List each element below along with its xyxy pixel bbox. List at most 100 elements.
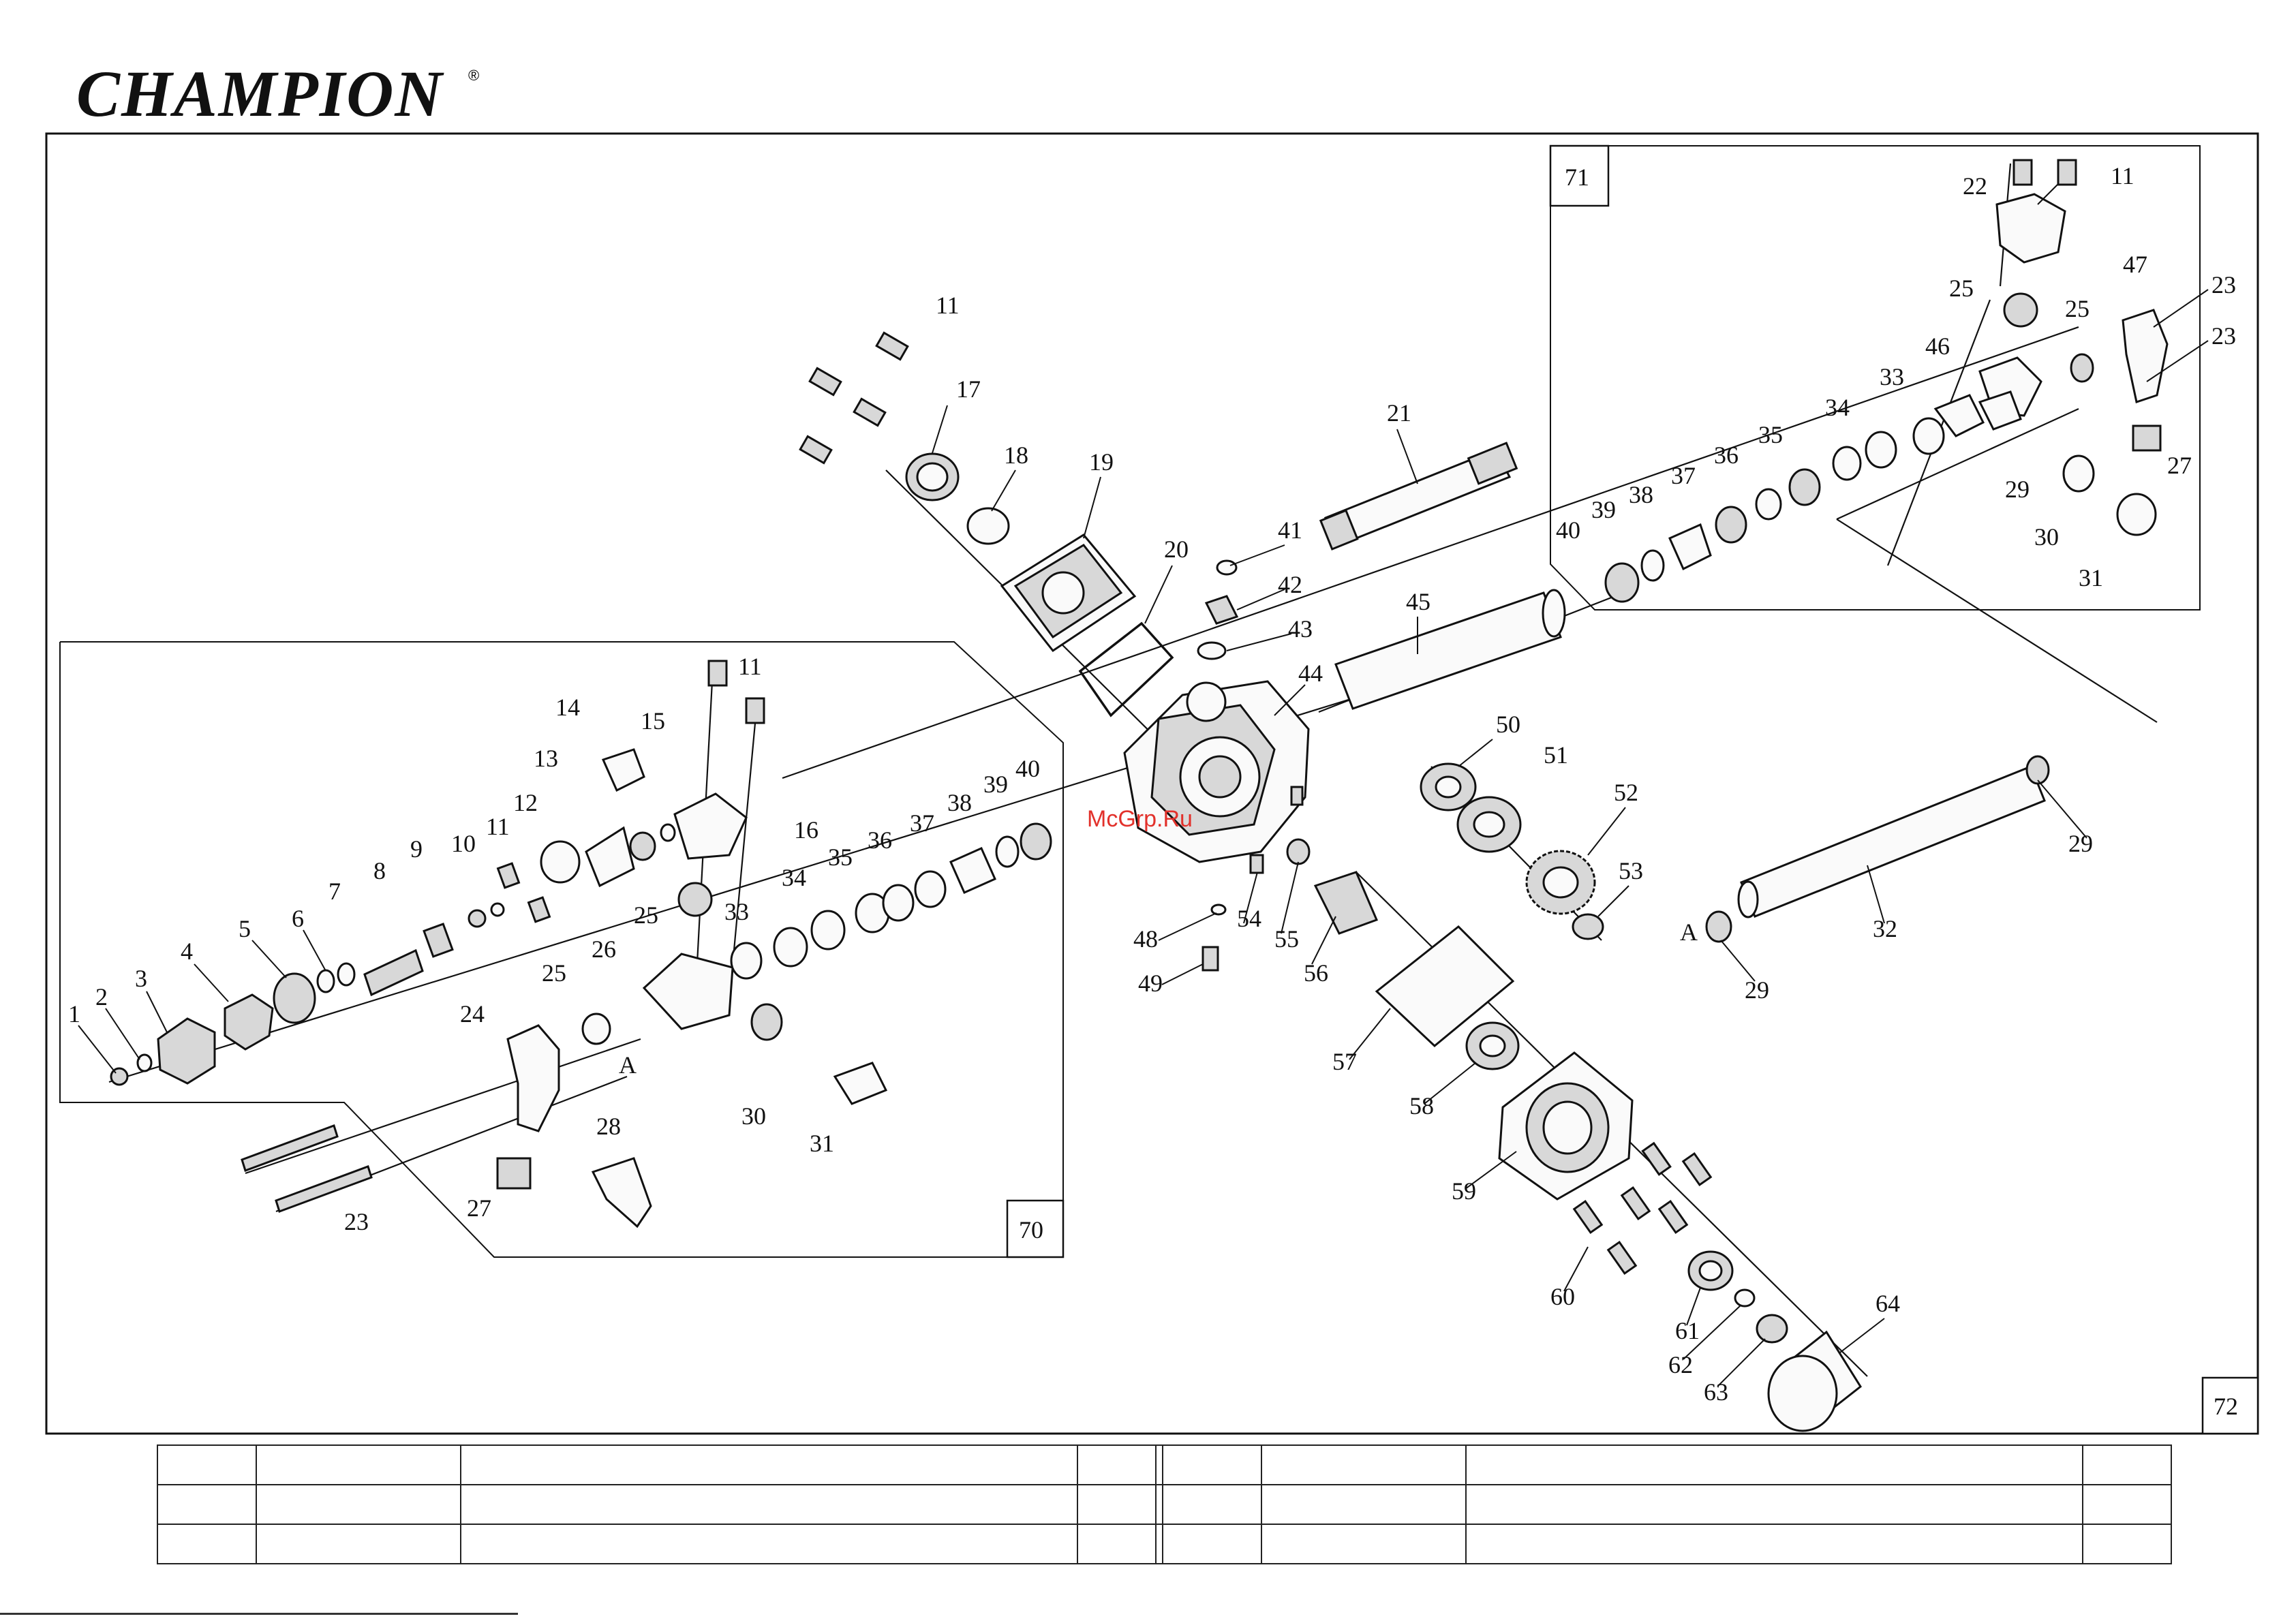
shaft-45 xyxy=(1334,589,1566,710)
callout-labels: 1 2 3 4 5 6 7 8 9 10 11 11 11 11 12 13 1… xyxy=(68,162,2236,1406)
callout-28: 28 xyxy=(596,1113,621,1140)
axis-label-a-left: A xyxy=(619,1051,637,1079)
box-71-label: 71 xyxy=(1565,164,1589,191)
bearing-53 xyxy=(1572,913,1604,940)
callout-52: 52 xyxy=(1614,779,1638,806)
callout-30-left: 30 xyxy=(741,1102,766,1130)
small-parts-center xyxy=(1197,559,1379,972)
callout-25-b: 25 xyxy=(542,959,566,987)
table-row xyxy=(157,1484,2172,1525)
table-cell xyxy=(256,1444,461,1485)
callout-3: 3 xyxy=(135,965,147,992)
callout-6: 6 xyxy=(292,905,304,932)
footer-rule xyxy=(0,1613,518,1615)
callout-35-right: 35 xyxy=(1758,421,1783,448)
callout-34-right: 34 xyxy=(1825,394,1850,421)
table-cell xyxy=(2082,1484,2172,1525)
bearing-58 xyxy=(1465,1021,1520,1070)
clamps-29 xyxy=(1705,755,2050,943)
callout-23-b: 23 xyxy=(2211,322,2236,350)
table-cell xyxy=(1465,1444,2083,1485)
table-cell xyxy=(1077,1524,1157,1564)
seal-61 xyxy=(1687,1250,1734,1291)
rear-cover xyxy=(1000,534,1137,653)
table-cell xyxy=(1162,1484,1262,1525)
callout-50: 50 xyxy=(1496,711,1520,738)
gear-52 xyxy=(1525,850,1596,915)
callout-62: 62 xyxy=(1668,1351,1693,1378)
callout-37-left: 37 xyxy=(910,809,934,837)
upper-axis xyxy=(782,326,2079,779)
callout-25-a: 25 xyxy=(634,901,658,929)
table-cell xyxy=(1261,1444,1467,1485)
callout-58: 58 xyxy=(1409,1092,1434,1119)
callout-31-left: 31 xyxy=(810,1130,834,1157)
callout-37-right: 37 xyxy=(1671,462,1696,489)
callout-44: 44 xyxy=(1298,660,1323,687)
callout-47: 47 xyxy=(2123,251,2147,278)
callout-25-c: 25 xyxy=(1949,275,1974,302)
title-block-table xyxy=(157,1444,2172,1564)
callout-34-left: 34 xyxy=(782,864,806,891)
callout-7: 7 xyxy=(328,878,341,905)
champion-logo: CHAMPION ® xyxy=(76,57,479,129)
box-71-tag xyxy=(1549,144,1610,207)
callout-57: 57 xyxy=(1332,1048,1357,1075)
watermark-text: McGrp.Ru xyxy=(1087,806,1193,832)
callout-39-left: 39 xyxy=(983,771,1008,798)
callout-59: 59 xyxy=(1452,1177,1476,1205)
table-row xyxy=(157,1524,2172,1564)
oring-18 xyxy=(966,507,1010,545)
table-cell xyxy=(1077,1484,1157,1525)
callout-24: 24 xyxy=(460,1000,485,1027)
bearing-51 xyxy=(1456,796,1522,853)
callout-39-right: 39 xyxy=(1591,496,1616,523)
callout-10: 10 xyxy=(451,830,476,857)
table-cell xyxy=(256,1524,461,1564)
callout-1: 1 xyxy=(68,1000,80,1027)
callout-8: 8 xyxy=(373,857,386,884)
callout-11-top: 11 xyxy=(936,292,960,319)
callout-49: 49 xyxy=(1138,970,1163,997)
callout-11-valve: 11 xyxy=(738,653,762,680)
callout-2: 2 xyxy=(95,983,108,1010)
inset-71-outline xyxy=(1550,145,2201,610)
callout-11-right: 11 xyxy=(2111,162,2134,189)
table-cell xyxy=(157,1444,257,1485)
callout-30-right: 30 xyxy=(2034,523,2059,551)
ring-62 xyxy=(1734,1288,1756,1308)
callout-20: 20 xyxy=(1164,536,1189,563)
callout-12: 12 xyxy=(513,789,538,816)
diagonal-connector-2 xyxy=(1836,407,2079,521)
callout-53: 53 xyxy=(1619,857,1643,884)
bearing-50 xyxy=(1420,762,1477,812)
table-cell xyxy=(2082,1444,2172,1485)
left-bolt-axis-1 xyxy=(245,1038,641,1175)
main-frame xyxy=(45,132,2259,1435)
seal-17 xyxy=(905,452,960,501)
table-cell xyxy=(460,1444,1078,1485)
callout-63: 63 xyxy=(1704,1378,1728,1406)
table-cell xyxy=(1465,1484,2083,1525)
callout-18: 18 xyxy=(1004,442,1028,469)
callout-5: 5 xyxy=(239,915,251,942)
callout-31-right: 31 xyxy=(2079,564,2103,591)
callout-23-a: 23 xyxy=(2211,271,2236,298)
cover-plate-57 xyxy=(1375,925,1515,1047)
diagonal-connector xyxy=(1836,519,2158,723)
callout-16: 16 xyxy=(794,816,818,844)
bolts-60 xyxy=(1572,1141,1713,1276)
callout-25-d: 25 xyxy=(2065,295,2090,322)
table-cell xyxy=(1162,1524,1262,1564)
callout-48: 48 xyxy=(1133,925,1158,953)
table-cell xyxy=(256,1484,461,1525)
gasket xyxy=(1078,621,1174,717)
table-cell xyxy=(460,1484,1078,1525)
callout-21: 21 xyxy=(1387,399,1411,427)
table-cell xyxy=(157,1484,257,1525)
callout-43: 43 xyxy=(1288,615,1313,643)
callout-22: 22 xyxy=(1963,172,1987,200)
callout-17: 17 xyxy=(956,375,981,403)
table-cell xyxy=(1155,1524,1163,1564)
